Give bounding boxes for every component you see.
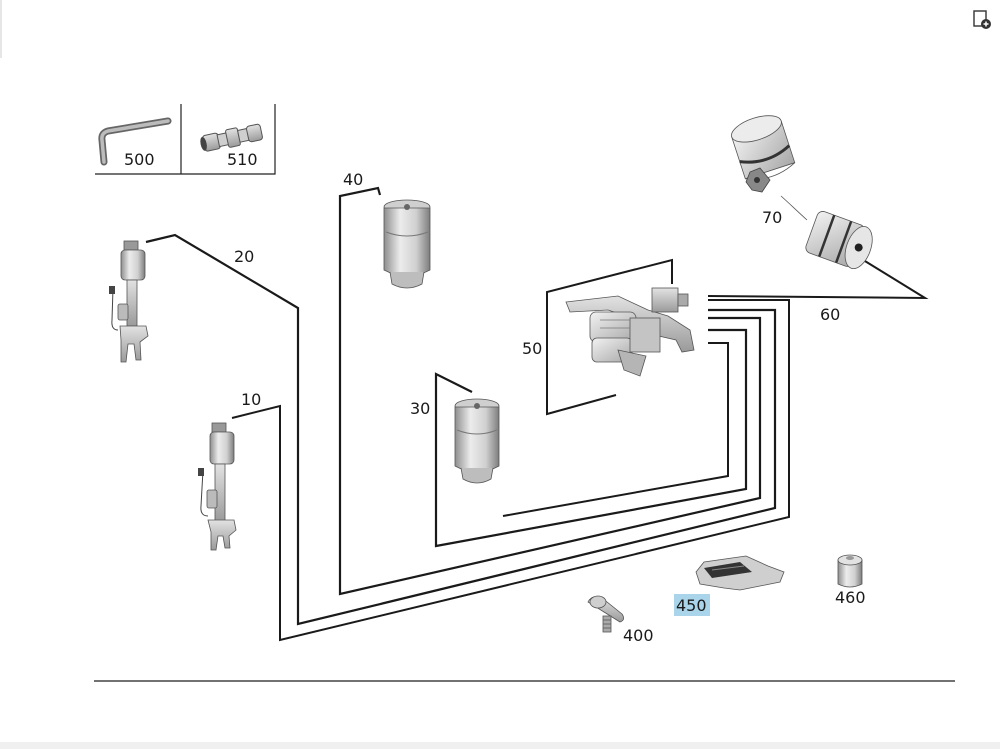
part-label-510[interactable]: 510 [227, 150, 258, 169]
air-lines [145, 186, 929, 642]
part-10-front-strut[interactable]: 10 [198, 390, 261, 551]
part-label-50[interactable]: 50 [522, 339, 542, 358]
part-label-70[interactable]: 70 [762, 208, 782, 227]
part-label-500[interactable]: 500 [124, 150, 155, 169]
part-label-20[interactable]: 20 [234, 247, 254, 266]
add-to-list-icon [973, 10, 991, 29]
line-60 [707, 257, 929, 300]
part-500-hex-key[interactable]: 500 [98, 117, 172, 169]
part-label-40[interactable]: 40 [343, 170, 363, 189]
line-40 [338, 186, 762, 596]
part-label-450[interactable]: 450 [676, 596, 707, 615]
part-60-pressure-reservoir[interactable]: 60 [804, 210, 877, 324]
part-label-460[interactable]: 460 [835, 588, 866, 607]
part-460-cap[interactable]: 460 [835, 554, 866, 607]
line-50b [502, 342, 729, 517]
part-510-connector[interactable]: 510 [199, 123, 263, 169]
part-label-30[interactable]: 30 [410, 399, 430, 418]
line-50 [546, 258, 673, 416]
part-label-400[interactable]: 400 [623, 626, 654, 645]
part-450-bracket[interactable]: 450 [674, 555, 785, 616]
part-30-air-spring[interactable]: 30 [410, 398, 500, 484]
line-20 [145, 233, 777, 626]
line-70 [780, 195, 808, 221]
line-30 [434, 328, 748, 548]
part-label-60[interactable]: 60 [820, 305, 840, 324]
tool-box [95, 104, 276, 175]
part-20-front-strut[interactable]: 20 [109, 240, 254, 363]
add-to-cart-button[interactable] [968, 6, 994, 32]
page-edge [0, 0, 2, 58]
part-450-highlight [674, 594, 710, 616]
part-50-compressor[interactable]: 50 [522, 287, 695, 377]
part-label-10[interactable]: 10 [241, 390, 261, 409]
part-400-clip[interactable]: 400 [587, 595, 654, 645]
part-70-reservoir-valve[interactable]: 70 [728, 110, 796, 227]
bottom-strip [0, 742, 1000, 749]
line-10 [231, 299, 790, 642]
part-40-air-spring[interactable]: 40 [343, 170, 431, 289]
